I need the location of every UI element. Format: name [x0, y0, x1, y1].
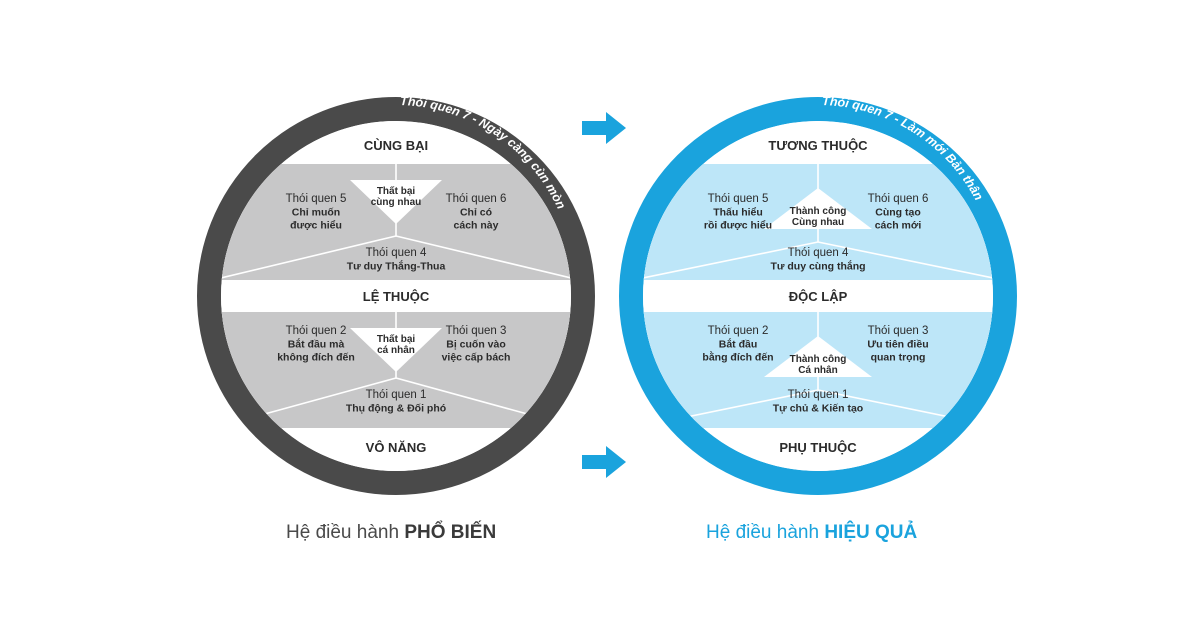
- left-lower-right-habit-desc-line-1: Bị cuốn vào: [446, 339, 506, 351]
- left-upper-left-habit-title: Thói quen 5: [286, 193, 347, 205]
- caption-right: Hệ điều hành HIỆU QUẢ: [706, 522, 917, 544]
- left-upper-left-habit-desc-line-1: Chỉ muốn: [292, 207, 340, 219]
- left-lower-center-habit-desc-line-1: Thụ động & Đối phó: [346, 403, 446, 415]
- right-lower-right-habit-desc-line-2: quan trọng: [871, 352, 926, 364]
- right-upper-center-habit-desc-line-1: Tư duy cùng thắng: [770, 260, 865, 273]
- left-upper-right-habit-desc-line-2: cách này: [454, 220, 499, 232]
- left-upper-right-habit-title: Thói quen 6: [446, 193, 507, 205]
- right-lower-triangle: [764, 336, 872, 377]
- caption-left-prefix: Hệ điều hành: [286, 522, 405, 543]
- left-upper-left-habit-desc-line-2: được hiểu: [290, 220, 342, 232]
- right-lower-center-habit-desc-line-1: Tự chủ & Kiến tạo: [773, 403, 863, 415]
- right-lower-left-habit-title: Thói quen 2: [708, 325, 769, 337]
- left-upper-center-habit-title: Thói quen 4: [366, 247, 427, 259]
- left-lower-right-habit-desc-line-2: việc cấp bách: [442, 352, 511, 364]
- left-upper-triangle: [350, 180, 442, 224]
- right-outer-ring: [619, 97, 1017, 495]
- left-lower-left-habit-desc-line-2: không đích đến: [277, 352, 355, 364]
- right-top-band-label: TƯƠNG THUỘC: [768, 138, 868, 153]
- right-bottom-band-label: PHỤ THUỘC: [779, 440, 857, 455]
- left-upper-center-habit-desc-line-1: Tư duy Thắng-Thua: [347, 260, 446, 273]
- right-lower-left-habit-desc-line-2: bằng đích đến: [702, 351, 773, 364]
- left-lower-center-habit-title: Thói quen 1: [366, 389, 427, 401]
- right-upper-left-habit-desc-line-2: rồi được hiểu: [704, 220, 772, 232]
- left-outer-ring: [197, 97, 595, 495]
- right-lower-triangle-label-line-1: Thành công: [790, 354, 847, 365]
- right-middle-band-label: ĐỘC LẬP: [789, 289, 848, 304]
- right-lower-left-habit-desc-line-1: Bắt đầu: [719, 338, 758, 351]
- left-lower-triangle: [350, 328, 442, 372]
- caption-left: Hệ điều hành PHỔ BIẾN: [286, 522, 496, 544]
- left-lower-left-habit-title: Thói quen 2: [286, 325, 347, 337]
- left-middle-band-label: LỆ THUỘC: [363, 289, 430, 304]
- left-lower-left-habit-desc-line-1: Bắt đầu mà: [288, 338, 345, 351]
- right-lower-triangle-label-line-2: Cá nhân: [798, 365, 837, 376]
- right-upper-right-habit-title: Thói quen 6: [868, 193, 929, 205]
- right-upper-right-habit-desc-line-2: cách mới: [875, 220, 922, 232]
- right-upper-triangle-label-line-2: Cùng nhau: [792, 217, 844, 228]
- right-upper-triangle-label-line-1: Thành công: [790, 206, 847, 217]
- arrow-bottom: [582, 446, 626, 478]
- left-lower-triangle-label-line-1: Thất bại: [377, 333, 416, 345]
- caption-right-prefix: Hệ điều hành: [706, 522, 825, 543]
- right-lower-center-habit-title: Thói quen 1: [788, 389, 849, 401]
- caption-left-emphasis: PHỔ BIẾN: [404, 522, 497, 543]
- left-upper-triangle-label-line-2: cùng nhau: [371, 197, 422, 208]
- left-bottom-band-label: VÔ NĂNG: [366, 440, 427, 455]
- arrow-top: [582, 112, 626, 144]
- left-lower-triangle-label-line-2: cá nhân: [377, 345, 415, 356]
- right-upper-divider-right: [817, 241, 993, 279]
- left-top-band-label: CÙNG BẠI: [364, 138, 428, 153]
- right-upper-left-habit-desc-line-1: Thấu hiểu: [713, 207, 763, 219]
- right-upper-divider-left: [643, 241, 819, 279]
- right-upper-left-habit-title: Thói quen 5: [708, 193, 769, 205]
- right-upper-right-habit-desc-line-1: Cùng tạo: [875, 207, 921, 219]
- left-upper-divider-right: [395, 235, 571, 279]
- left-upper-divider-left: [221, 235, 397, 279]
- left-upper-right-habit-desc-line-1: Chỉ có: [460, 207, 492, 219]
- left-lower-right-habit-title: Thói quen 3: [446, 325, 507, 337]
- caption-right-emphasis: HIỆU QUẢ: [824, 522, 918, 543]
- right-upper-center-habit-title: Thói quen 4: [788, 247, 849, 259]
- left-upper-triangle-label-line-1: Thất bại: [377, 185, 416, 197]
- right-upper-triangle: [764, 188, 872, 229]
- right-lower-right-habit-desc-line-1: Ưu tiên điều: [867, 339, 928, 351]
- right-lower-right-habit-title: Thói quen 3: [868, 325, 929, 337]
